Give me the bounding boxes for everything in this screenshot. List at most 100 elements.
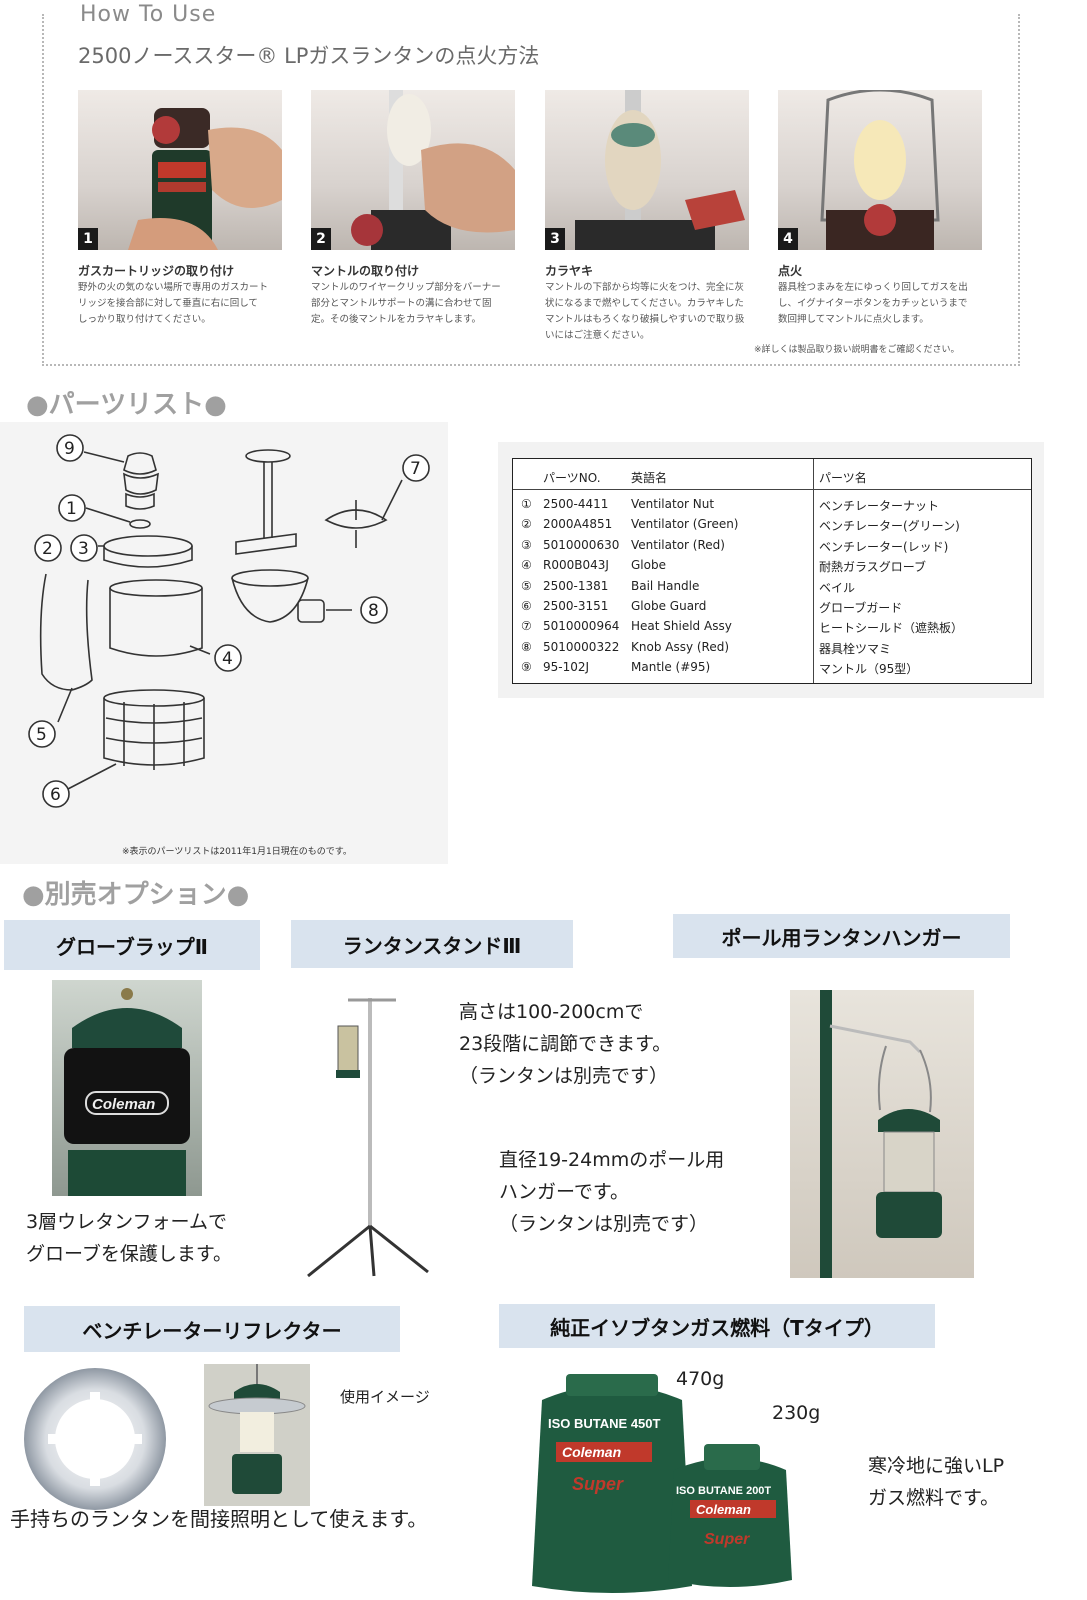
- table-cell-en: Ventilator Nut: [631, 497, 715, 511]
- globe-wrap-photo: Coleman: [52, 980, 202, 1196]
- col-header-en: 英語名: [631, 471, 668, 485]
- callout-3: [70, 534, 98, 562]
- howto-title: How To Use: [74, 2, 223, 27]
- table-row: ⑦ 5010000964 Heat Shield Assy ヒートシールド（遮熱板）: [513, 617, 1031, 637]
- callout-6: [42, 780, 70, 808]
- table-cell-en: Globe: [631, 558, 666, 573]
- table-cell-idx: ①: [521, 497, 532, 511]
- table-cell-en: Bail Handle: [631, 578, 700, 593]
- step-2-photo: 2: [311, 90, 515, 250]
- mantle-attach-illustration: [351, 90, 515, 250]
- globe-wrap-description: 3層ウレタンフォームでグローブを保護します。: [26, 1211, 232, 1265]
- callout-9: [56, 434, 84, 462]
- usage-image-caption: 使用イメージ: [340, 1388, 430, 1406]
- lantern-with-globe-wrap: Coleman: [64, 988, 190, 1196]
- callout-8: [360, 596, 388, 624]
- table-cell-no: R000B043J: [543, 558, 609, 573]
- tripod-stand-illustration: [307, 998, 429, 1278]
- table-cell-idx: ⑤: [521, 578, 532, 593]
- step-2-text: マントルのワイヤークリップ部分をバーナー部分とマントルサポートの溝に合わせて固定…: [311, 282, 501, 325]
- pole-hanger-photo: [790, 990, 974, 1278]
- fuel-label: 純正イソブタンガス燃料（Tタイプ）: [499, 1304, 935, 1348]
- pole-hanger-description: 直径19-24mmのポール用ハンガーです。（ランタンは別売です）: [499, 1149, 725, 1235]
- pole-hanger-label: ポール用ランタンハンガー: [673, 914, 1010, 958]
- fuel-size-small: 230g: [772, 1402, 821, 1424]
- table-cell-en: Ventilator (Red): [631, 537, 725, 552]
- gas-cans-illustration: ISO BUTANE 450T Coleman Super ISO BUTANE…: [532, 1374, 792, 1593]
- parts-heading: ●パーツリスト●: [26, 390, 227, 420]
- step-1-photo: 1: [78, 90, 282, 250]
- svg-text:8: 8: [368, 601, 379, 621]
- table-cell-idx: ④: [521, 558, 532, 573]
- step-3-title: カラヤキ: [545, 264, 594, 278]
- howto-frame: [42, 14, 1020, 366]
- table-row: ③ 5010000630 Ventilator (Red) ベンチレーター(レッド): [513, 536, 1031, 556]
- lantern-stand-photo: [302, 990, 440, 1280]
- table-cell-no: 5010000630: [543, 537, 620, 552]
- reflector-usage-photo: [204, 1364, 310, 1506]
- svg-text:2: 2: [42, 539, 53, 559]
- table-cell-no: 2500-3151: [543, 599, 609, 613]
- step-1-text: 野外の火の気のない場所で専用のガスカートリッジを接合部に対して垂直に右に回してし…: [78, 282, 269, 325]
- table-cell-en: Ventilator (Green): [631, 517, 739, 532]
- step-number: 1: [78, 228, 98, 250]
- howto-subtitle: 2500ノーススター® LPガスランタンの点火方法: [78, 44, 540, 68]
- step-3-photo: 3: [545, 90, 749, 250]
- table-cell-idx: ③: [521, 537, 532, 552]
- table-cell-en: Globe Guard: [631, 599, 707, 613]
- svg-text:7: 7: [410, 459, 421, 479]
- svg-text:4: 4: [222, 649, 233, 669]
- table-cell-en: Heat Shield Assy: [631, 619, 732, 634]
- svg-text:9: 9: [64, 439, 75, 459]
- fuel-cans-photo: ISO BUTANE 450T Coleman Super ISO BUTANE…: [526, 1370, 796, 1596]
- table-cell-ja: ベイル: [819, 580, 856, 595]
- table-cell-ja: グローブガード: [819, 601, 903, 615]
- large-can-brand: Coleman: [562, 1444, 621, 1460]
- table-cell-ja: ヒートシールド（遮熱板）: [819, 621, 964, 636]
- table-cell-ja: ベンチレーター(レッド): [819, 539, 949, 554]
- cartridge-attach-illustration: [128, 108, 282, 250]
- callout-1: [58, 494, 86, 522]
- callout-2: [34, 534, 62, 562]
- step-4-photo: 4: [778, 90, 982, 250]
- table-cell-no: 2500-4411: [543, 497, 609, 511]
- table-row: ⑤ 2500-1381 Bail Handle ベイル: [513, 577, 1031, 597]
- pole-hanger-illustration: [820, 990, 942, 1278]
- callout-7: [402, 454, 430, 482]
- table-cell-no: 5010000964: [543, 619, 620, 634]
- reflector-description: 手持ちのランタンを間接照明として使えます。: [10, 1507, 428, 1531]
- table-cell-idx: ⑥: [521, 599, 532, 613]
- table-cell-no: 2500-1381: [543, 578, 609, 593]
- table-cell-ja: ベンチレーター(グリーン): [819, 519, 960, 534]
- parts-diagram: 9 1 2 3 4 5 6 7 8: [0, 422, 448, 864]
- col-header-no: パーツNO.: [543, 471, 601, 485]
- step-2-title: マントルの取り付け: [311, 264, 420, 278]
- table-row: ① 2500-4411 Ventilator Nut ベンチレーターナット: [513, 495, 1031, 515]
- step-1-title: ガスカートリッジの取り付け: [78, 264, 235, 278]
- lantern-with-reflector: [208, 1364, 306, 1494]
- svg-text:6: 6: [50, 785, 61, 805]
- lantern-stand-label: ランタンスタンドⅢ: [291, 920, 573, 968]
- col-header-ja: パーツ名: [819, 471, 867, 485]
- table-cell-en: Knob Assy (Red): [631, 639, 730, 654]
- step-number: 2: [311, 228, 331, 250]
- reflector-photo: [22, 1366, 168, 1512]
- howto-note: ※詳しくは製品取り扱い説明書をご確認ください。: [754, 345, 960, 355]
- svg-text:1: 1: [66, 499, 77, 519]
- fuel-size-large: 470g: [676, 1368, 725, 1390]
- large-can-label: ISO BUTANE 450T: [548, 1416, 661, 1431]
- table-cell-idx: ②: [521, 517, 532, 532]
- table-cell-idx: ⑦: [521, 619, 532, 634]
- step-3-text: マントルの下部から均等に火をつけ、完全に灰状になるまで燃やしてください。カラヤキ…: [545, 282, 745, 341]
- small-can-label: ISO BUTANE 200T: [676, 1485, 771, 1497]
- options-heading: ●別売オプション●: [22, 880, 250, 910]
- table-row: ⑥ 2500-3151 Globe Guard グローブガード: [513, 597, 1031, 617]
- coleman-logo: Coleman: [92, 1096, 155, 1113]
- table-cell-ja: ベンチレーターナット: [819, 499, 940, 513]
- reflector-label: ベンチレーターリフレクター: [24, 1306, 400, 1352]
